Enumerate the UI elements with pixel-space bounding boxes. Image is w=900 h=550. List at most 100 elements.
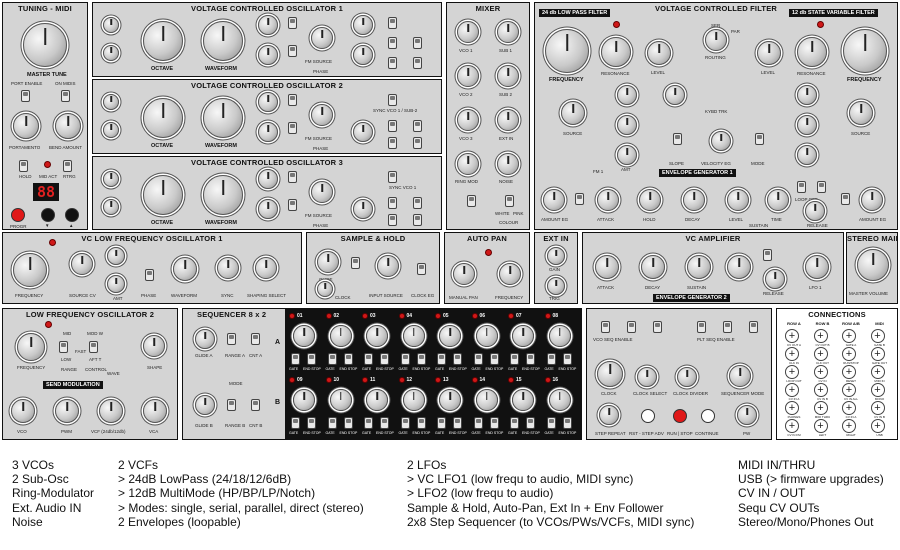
vco1-lfo-switch[interactable] — [288, 45, 297, 57]
step-gate-switch[interactable] — [473, 353, 483, 365]
vco2-lin-switch[interactable] — [388, 137, 397, 149]
step-value-knob[interactable] — [366, 389, 388, 411]
sv-amt-fm-knob[interactable] — [797, 85, 817, 105]
step-value-knob[interactable] — [475, 389, 498, 411]
vco2-fine-knob[interactable] — [103, 122, 119, 138]
rst-step-adv-button[interactable] — [641, 409, 655, 423]
ext-in-gain-knob[interactable] — [547, 247, 565, 265]
autopan-frequency-knob[interactable] — [499, 263, 521, 285]
vco1-kybd-switch[interactable] — [413, 57, 422, 69]
step-end-stop-switch[interactable] — [526, 353, 535, 365]
connection-jack[interactable]: + — [813, 401, 828, 415]
down-button[interactable] — [41, 208, 55, 222]
eg1-amount2-knob[interactable] — [861, 189, 883, 211]
vca-release-knob[interactable] — [765, 269, 785, 289]
vco2-eg-switch[interactable] — [288, 94, 297, 106]
vco1-tune-knob[interactable] — [103, 17, 119, 33]
mixer-vco3-knob[interactable] — [457, 109, 479, 131]
vco3-pw-knob[interactable] — [258, 169, 278, 189]
connection-jack[interactable]: + — [842, 347, 856, 361]
cnt-b-switch[interactable] — [251, 399, 260, 411]
step-gate-switch[interactable] — [400, 353, 410, 365]
send-vcf-knob[interactable] — [99, 399, 123, 423]
lfo1-frequency-knob[interactable] — [13, 253, 47, 287]
vco3-fm-source-knob[interactable] — [311, 181, 333, 203]
eg1-sustain-time-knob[interactable] — [767, 189, 789, 211]
up-button[interactable] — [65, 208, 79, 222]
cnt-a-switch[interactable] — [251, 333, 260, 345]
vco2-octave-knob[interactable] — [143, 98, 183, 138]
step-gate-switch[interactable] — [473, 417, 483, 429]
plt-seq-switch-2[interactable] — [723, 321, 732, 333]
connection-jack[interactable]: + — [842, 383, 856, 397]
clock-knob[interactable] — [597, 361, 623, 387]
lp-amt-fm-knob[interactable] — [617, 85, 637, 105]
connection-jack[interactable]: + — [785, 365, 799, 379]
eg1-hold-knob[interactable] — [639, 189, 661, 211]
connection-jack[interactable]: + — [842, 419, 856, 433]
step-gate-switch[interactable] — [327, 353, 337, 365]
connection-jack[interactable]: + — [870, 383, 885, 397]
sh-lfo-switch[interactable] — [351, 257, 360, 269]
eg1-attack-knob[interactable] — [597, 189, 619, 211]
eg1-gate-switch[interactable] — [797, 181, 806, 193]
connection-jack[interactable]: + — [785, 329, 799, 343]
lp-source-knob[interactable] — [561, 101, 585, 125]
step-end-stop-switch[interactable] — [562, 353, 572, 365]
connection-jack[interactable]: + — [870, 365, 885, 379]
continue-button[interactable] — [701, 409, 715, 423]
pw-knob[interactable] — [737, 405, 757, 425]
portamento-knob[interactable] — [13, 113, 39, 139]
velocity-eg-knob[interactable] — [711, 131, 731, 151]
step-value-knob[interactable] — [402, 325, 425, 347]
glide-b-knob[interactable] — [195, 395, 215, 415]
step-end-stop-switch[interactable] — [489, 417, 499, 429]
port-enable-switch[interactable] — [21, 90, 30, 102]
lp-amt-eg-knob[interactable] — [617, 145, 637, 165]
vco2-fm-source-knob[interactable] — [311, 104, 333, 126]
vco2-waveform-knob[interactable] — [203, 98, 243, 138]
lfo2-control-switch[interactable] — [89, 341, 98, 353]
clock-divider-knob[interactable] — [677, 367, 697, 387]
eg1-sustain-level-knob[interactable] — [727, 189, 749, 211]
step-end-stop-switch[interactable] — [562, 417, 572, 429]
lfo2-shape-knob[interactable] — [143, 335, 165, 357]
connection-jack[interactable]: + — [870, 329, 885, 343]
lp-resonance-knob[interactable] — [601, 37, 631, 67]
sv-level-knob[interactable] — [757, 41, 781, 65]
lfo1-shaping-knob[interactable] — [255, 257, 277, 279]
step-value-knob[interactable] — [548, 325, 571, 347]
lfo1-amt-knob[interactable] — [107, 247, 125, 265]
step-value-knob[interactable] — [512, 325, 534, 347]
step-gate-switch[interactable] — [437, 417, 446, 429]
connection-jack[interactable]: + — [813, 347, 828, 361]
connection-jack[interactable]: + — [785, 347, 799, 361]
vco2-pwm-knob[interactable] — [258, 122, 278, 142]
vco-seq-switch-1[interactable] — [601, 321, 610, 333]
connection-jack[interactable]: + — [842, 329, 856, 343]
vco3-lin-switch[interactable] — [388, 214, 397, 226]
vco1-fm2-knob[interactable] — [353, 45, 373, 65]
step-end-stop-switch[interactable] — [307, 417, 316, 429]
mixer-vco1-knob[interactable] — [457, 21, 479, 43]
vca-decay-knob[interactable] — [641, 255, 665, 279]
vco3-exp-switch[interactable] — [388, 197, 397, 209]
glide-a-knob[interactable] — [195, 329, 215, 349]
midi-switch[interactable] — [61, 90, 70, 102]
step-value-knob[interactable] — [439, 389, 461, 411]
connection-jack[interactable]: + — [813, 329, 828, 343]
vco2-sync-switch[interactable] — [388, 94, 397, 106]
vco3-kybd-switch[interactable] — [413, 214, 422, 226]
vco3-off-switch[interactable] — [413, 197, 422, 209]
vca-sustain-knob[interactable] — [687, 255, 711, 279]
mode-switch[interactable] — [755, 133, 764, 145]
sh-clock-knob[interactable] — [317, 281, 333, 297]
hold-switch[interactable] — [19, 160, 28, 172]
lp-amt-fm2-knob[interactable] — [617, 115, 637, 135]
send-vca-knob[interactable] — [143, 399, 167, 423]
step-value-knob[interactable] — [329, 325, 352, 347]
connection-jack[interactable]: + — [813, 419, 828, 433]
lfo2-range-switch[interactable] — [59, 341, 68, 353]
lfo2-frequency-knob[interactable] — [17, 333, 45, 361]
step-repeat-knob[interactable] — [599, 405, 619, 425]
